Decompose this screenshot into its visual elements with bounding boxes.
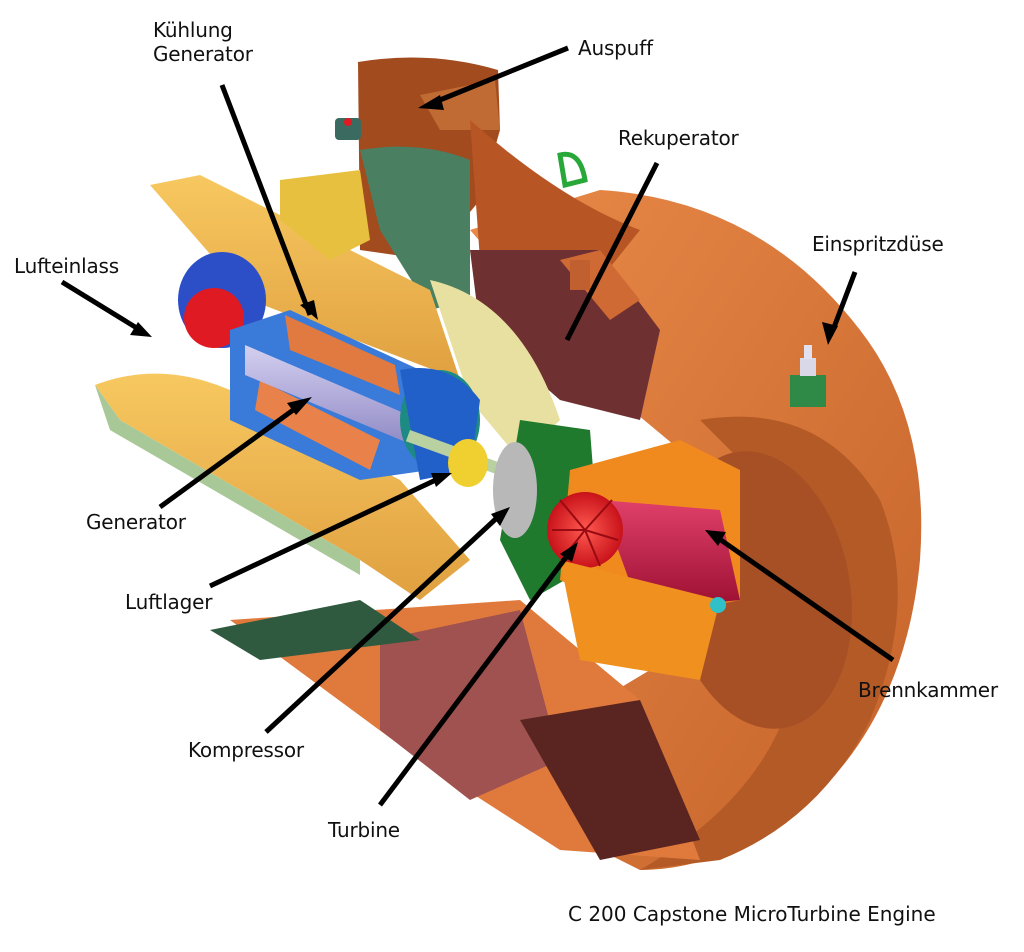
arrowhead-brennkammer bbox=[705, 530, 726, 546]
fuel-injector bbox=[790, 345, 826, 407]
label-lufteinlass: Lufteinlass bbox=[14, 254, 119, 278]
diagram-caption: C 200 Capstone MicroTurbine Engine bbox=[568, 902, 936, 926]
generator-assembly bbox=[230, 310, 480, 480]
arrow-rekuperator bbox=[564, 161, 660, 342]
label-rekuperator: Rekuperator bbox=[618, 126, 739, 150]
arrow-luftlager bbox=[208, 475, 442, 589]
leader-lines bbox=[60, 45, 895, 807]
arrow-lufteinlass bbox=[60, 279, 142, 333]
recuperator-block bbox=[470, 250, 660, 420]
label-kuehlung-generator: Kühlung Generator bbox=[153, 18, 253, 66]
label-turbine: Turbine bbox=[328, 818, 400, 842]
label-brennkammer: Brennkammer bbox=[858, 678, 998, 702]
arrow-einspritzduese bbox=[830, 271, 858, 331]
arrow-kuehlung-generator bbox=[219, 84, 313, 316]
label-kuehlung-line: Kühlung bbox=[153, 18, 233, 42]
arrowhead-generator bbox=[287, 397, 312, 415]
arrowhead-auspuff bbox=[418, 95, 444, 110]
arrow-generator bbox=[158, 402, 302, 510]
arrowhead-kompressor bbox=[491, 507, 510, 526]
label-auspuff: Auspuff bbox=[578, 36, 653, 60]
arrowhead-einspritzduese bbox=[822, 322, 838, 345]
label-einspritzduese: Einspritzdüse bbox=[812, 232, 944, 256]
air-inlet-housing bbox=[95, 175, 560, 600]
turbine-combustor bbox=[547, 440, 740, 680]
exhaust-stack bbox=[358, 57, 640, 310]
label-luftlager: Luftlager bbox=[125, 590, 213, 614]
arrow-brennkammer bbox=[716, 535, 895, 663]
arrow-auspuff bbox=[434, 45, 569, 105]
arrow-kompressor bbox=[264, 513, 502, 734]
arrowhead-lufteinlass bbox=[130, 322, 152, 337]
inlet-volute bbox=[178, 252, 266, 348]
mounting-bracket bbox=[280, 118, 588, 260]
arrowhead-luftlager bbox=[431, 473, 452, 487]
label-generator-line: Generator bbox=[153, 42, 253, 66]
arrow-turbine bbox=[378, 550, 572, 807]
label-kompressor: Kompressor bbox=[188, 738, 304, 762]
label-generator: Generator bbox=[86, 510, 186, 534]
arrowhead-turbine bbox=[560, 542, 578, 562]
arrowhead-kuehlung-generator bbox=[300, 300, 318, 320]
